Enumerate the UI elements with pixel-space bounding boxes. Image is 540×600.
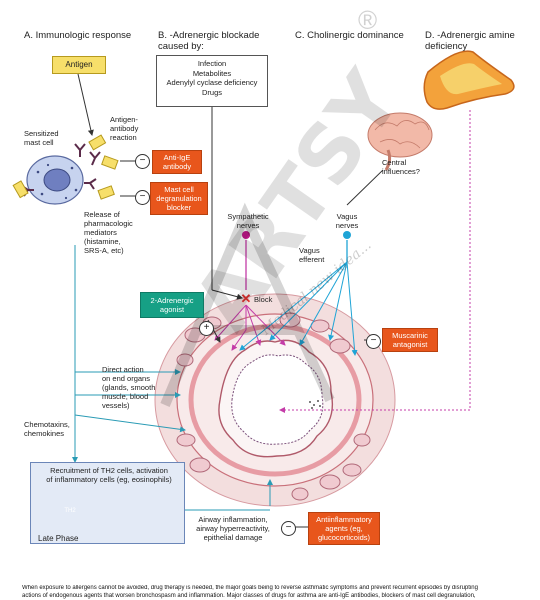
sensitized-mast-cell-label: Sensitized mast cell xyxy=(24,129,59,147)
antigen-antibody-label: Antigen- antibody reaction xyxy=(110,115,139,142)
brain-shape xyxy=(367,112,433,171)
block-label: Block xyxy=(254,295,273,304)
mast-cell-shape xyxy=(21,143,101,205)
antiinflammatory-box: Antiinflammatory agents (eg, glucocortic… xyxy=(308,512,380,545)
release-mediators-label: Release of pharmacologic mediators (hist… xyxy=(84,210,133,255)
th2-cell-label: TH2 xyxy=(64,508,76,514)
airway-cross-section xyxy=(154,293,396,507)
anti-ige-antibody-box: Anti-IgE antibody xyxy=(152,150,202,174)
recruitment-label: Recruitment of TH2 cells, activation of … xyxy=(46,466,172,484)
airway-inflammation-label: Airway inflammation, airway hyperreactiv… xyxy=(196,515,270,542)
registered-mark: ® xyxy=(358,5,378,35)
vagus-node xyxy=(343,231,351,239)
sympathetic-nerves-label: Sympathetic nerves xyxy=(227,212,269,230)
header-adrenergic-deficiency: D. -Adrenergic amine deficiency xyxy=(425,30,515,52)
direct-action-label: Direct action on end organs (glands, smo… xyxy=(102,365,156,410)
minus-icon: − xyxy=(135,190,150,205)
causes-box: Infection Metabolites Adenylyl cyclase d… xyxy=(156,55,268,107)
mast-cell-blocker-box: Mast cell degranulation blocker xyxy=(150,182,208,215)
header-immunologic-response: A. Immunologic response xyxy=(24,30,132,41)
muscarinic-antagonist-box: Muscarinic antagonist xyxy=(382,328,438,352)
late-phase-label: Late Phase xyxy=(38,534,79,543)
minus-icon: − xyxy=(366,334,381,349)
block-x-icon: ✕ xyxy=(240,291,252,306)
vagus-efferent-label: Vagus efferent xyxy=(299,246,325,264)
sympathetic-node xyxy=(242,231,250,239)
chemotaxins-label: Chemotaxins, chemokines xyxy=(24,420,70,438)
antigen-box: Antigen xyxy=(52,56,106,74)
antigen-particles xyxy=(12,134,119,200)
header-adrenergic-blockade: B. -Adrenergic blockade caused by: xyxy=(158,30,260,52)
central-influences-label: Central influences? xyxy=(382,158,420,176)
vagus-nerves-label: Vagus nerves xyxy=(335,212,359,230)
minus-icon: − xyxy=(281,521,296,536)
beta2-agonist-box: 2-Adrenergic agonist xyxy=(140,292,204,318)
plus-icon: + xyxy=(199,321,214,336)
minus-icon: − xyxy=(135,154,150,169)
late-phase-box xyxy=(30,462,185,544)
figure-caption: When exposure to allergens cannot be avo… xyxy=(22,585,478,599)
header-cholinergic-dominance: C. Cholinergic dominance xyxy=(295,30,404,41)
